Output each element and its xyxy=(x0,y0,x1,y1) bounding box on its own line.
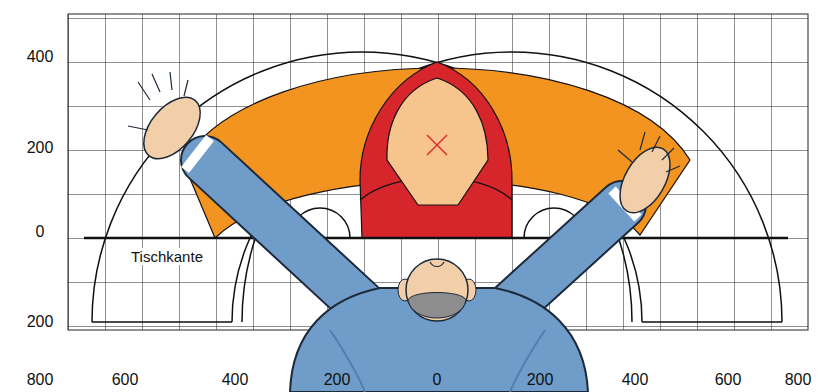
axis-tick-label: 400 xyxy=(222,372,249,388)
axis-tick-label: 800 xyxy=(27,372,54,388)
axis-tick-label: 200 xyxy=(324,372,351,388)
main-reach-zone xyxy=(360,62,512,238)
reach-outlines xyxy=(92,52,782,322)
axis-tick-label: 400 xyxy=(622,372,649,388)
axis-tick-label: 0 xyxy=(433,372,442,388)
axis-tick-label: 800 xyxy=(785,372,812,388)
axis-tick-label: 200 xyxy=(27,140,54,156)
grid xyxy=(68,14,808,330)
person-figure xyxy=(128,72,680,392)
center-cross xyxy=(427,135,447,155)
axis-tick-label: 200 xyxy=(27,314,54,330)
optimal-zone xyxy=(387,78,488,205)
axis-tick-label: 200 xyxy=(527,372,554,388)
table-edge-label: Tischkante xyxy=(128,248,206,265)
axis-tick-label: 400 xyxy=(27,49,54,65)
axis-tick-label: 600 xyxy=(112,372,139,388)
axis-tick-label: 0 xyxy=(36,224,45,240)
axis-tick-label: 600 xyxy=(715,372,742,388)
table-edge-line xyxy=(84,237,788,240)
